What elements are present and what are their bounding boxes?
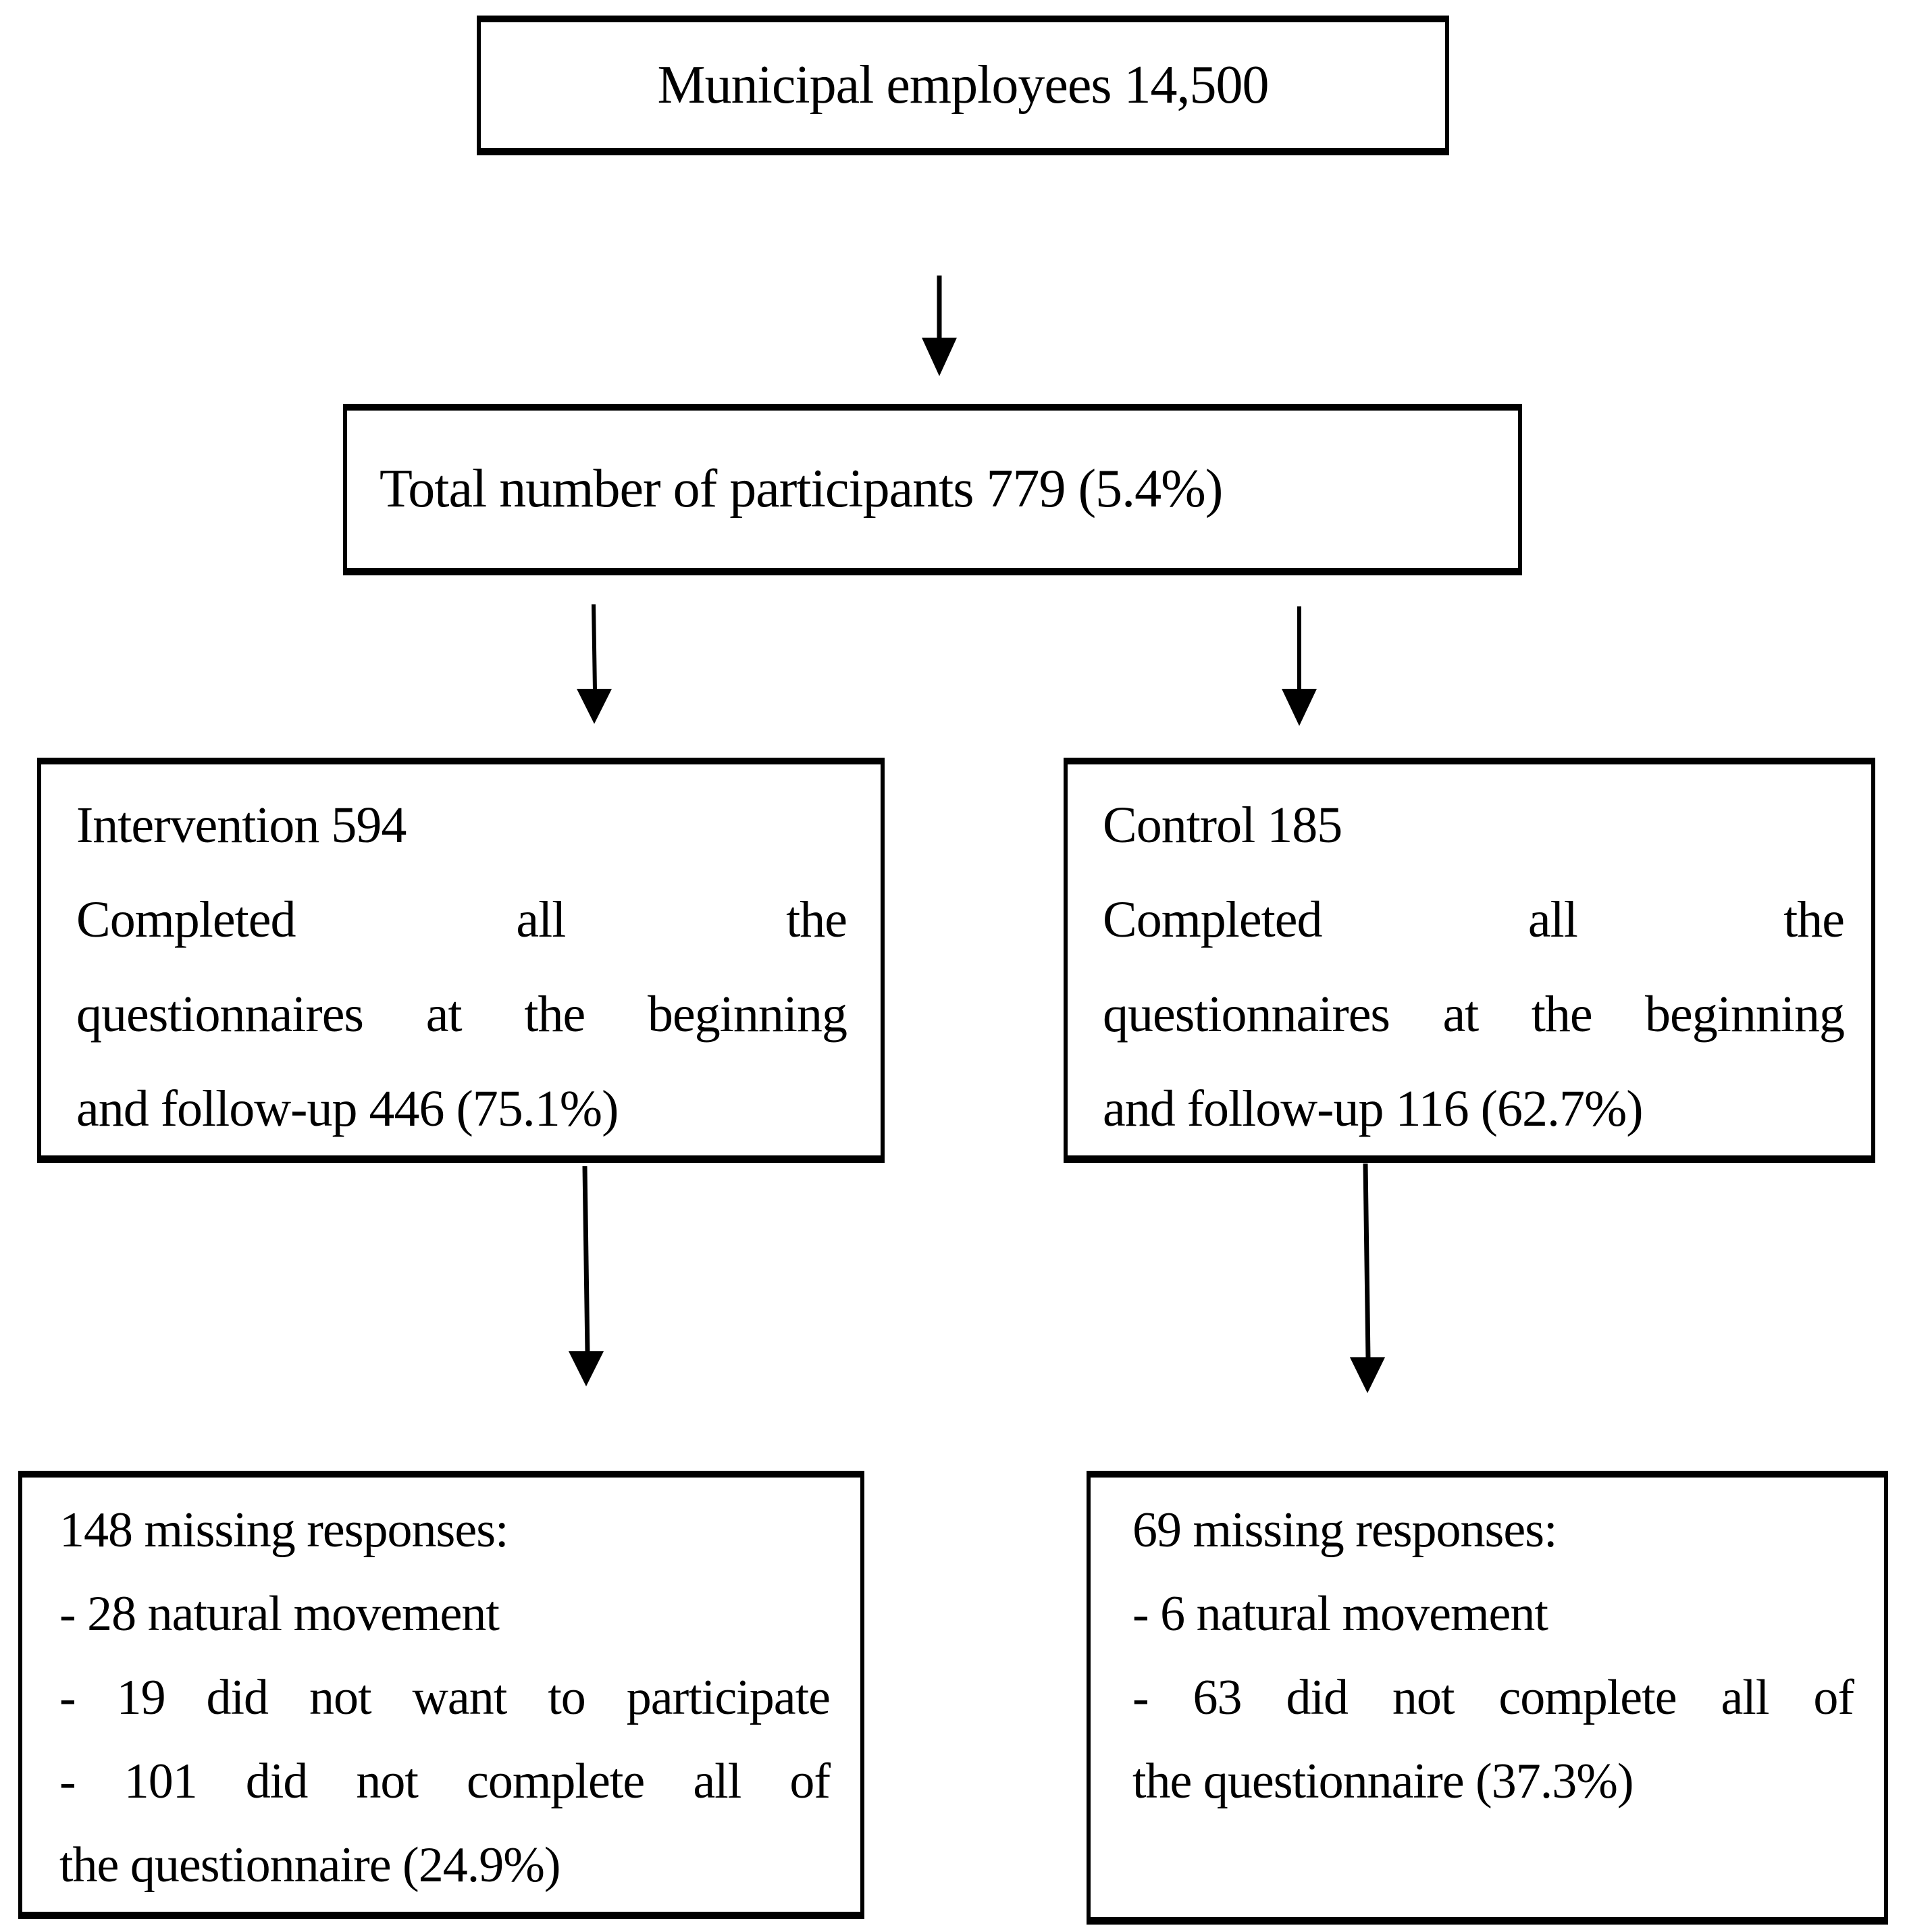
text-word: not xyxy=(1392,1669,1455,1725)
text-word: 63 xyxy=(1193,1669,1243,1725)
text-word: at xyxy=(425,985,463,1043)
text-word: the xyxy=(786,891,847,948)
text-word: complete xyxy=(1498,1669,1677,1725)
box-missing-responses-control: 69 missing responses: - 6 natural movemen… xyxy=(1087,1471,1888,1925)
text-line: - 28 natural movement xyxy=(59,1586,500,1642)
text-line: and follow-up 446 (75.1%) xyxy=(76,1080,619,1137)
text-word: questionnaires xyxy=(76,985,364,1043)
text-line: 148 missing responses: xyxy=(59,1502,509,1558)
box-missing-responses-intervention: 148 missing responses: - 28 natural movem… xyxy=(18,1471,864,1919)
text-word: all xyxy=(1721,1669,1769,1725)
text-word: - xyxy=(1132,1669,1149,1725)
text-word: 101 xyxy=(124,1753,198,1809)
text-line: the questionnaire (37.3%) xyxy=(1132,1753,1634,1809)
text-line: Municipal employees 14,500 xyxy=(657,55,1270,115)
text-line: Intervention 594 xyxy=(76,796,407,854)
text-word: did xyxy=(1286,1669,1349,1725)
text-word: Completed xyxy=(1103,891,1323,948)
text-line: questionnaires at the beginning xyxy=(76,967,847,1062)
text-word: all xyxy=(516,891,566,948)
text-line: Completed all the xyxy=(1103,872,1845,967)
text-word: the xyxy=(1531,985,1593,1043)
down-arrow-icon-municipal-to-participants xyxy=(922,276,957,376)
text-word: complete xyxy=(467,1753,645,1809)
text-line: the questionnaire (24.9%) xyxy=(59,1837,561,1893)
text-word: did xyxy=(245,1753,309,1809)
text-word: the xyxy=(1783,891,1845,948)
text-word: - xyxy=(59,1669,76,1725)
text-line: - 6 natural movement xyxy=(1132,1586,1548,1642)
down-arrow-icon-control-to-missing xyxy=(1350,1163,1385,1393)
text-word: all xyxy=(693,1753,741,1809)
text-word: participate xyxy=(626,1669,831,1725)
text-line: Total number of participants 779 (5.4%) xyxy=(380,459,1223,519)
text-word: - xyxy=(59,1753,76,1809)
text-word: at xyxy=(1442,985,1479,1043)
text-word: want xyxy=(412,1669,507,1725)
text-line: 69 missing responses: xyxy=(1132,1502,1558,1558)
text-word: not xyxy=(309,1669,372,1725)
text-word: 19 xyxy=(116,1669,166,1725)
down-arrow-icon-intervention-to-missing xyxy=(569,1166,604,1386)
down-arrow-icon-participants-to-intervention xyxy=(577,604,612,724)
text-word: questionnaires xyxy=(1103,985,1390,1043)
box-municipal-employees: Municipal employees 14,500 xyxy=(477,16,1449,155)
text-word: of xyxy=(1813,1669,1854,1725)
text-word: the xyxy=(524,985,585,1043)
box-total-participants: Total number of participants 779 (5.4%) xyxy=(343,404,1522,575)
text-word: to xyxy=(548,1669,586,1725)
text-word: of xyxy=(789,1753,831,1809)
text-word: beginning xyxy=(648,985,847,1043)
text-line: Control 185 xyxy=(1103,796,1342,854)
down-arrow-icon-participants-to-control xyxy=(1282,606,1317,726)
text-word: Completed xyxy=(76,891,296,948)
text-line: and follow-up 116 (62.7%) xyxy=(1103,1080,1644,1137)
text-word: did xyxy=(206,1669,269,1725)
text-word: not xyxy=(356,1753,419,1809)
text-word: beginning xyxy=(1645,985,1845,1043)
text-word: all xyxy=(1527,891,1578,948)
text-line: Completed all the xyxy=(76,872,847,967)
